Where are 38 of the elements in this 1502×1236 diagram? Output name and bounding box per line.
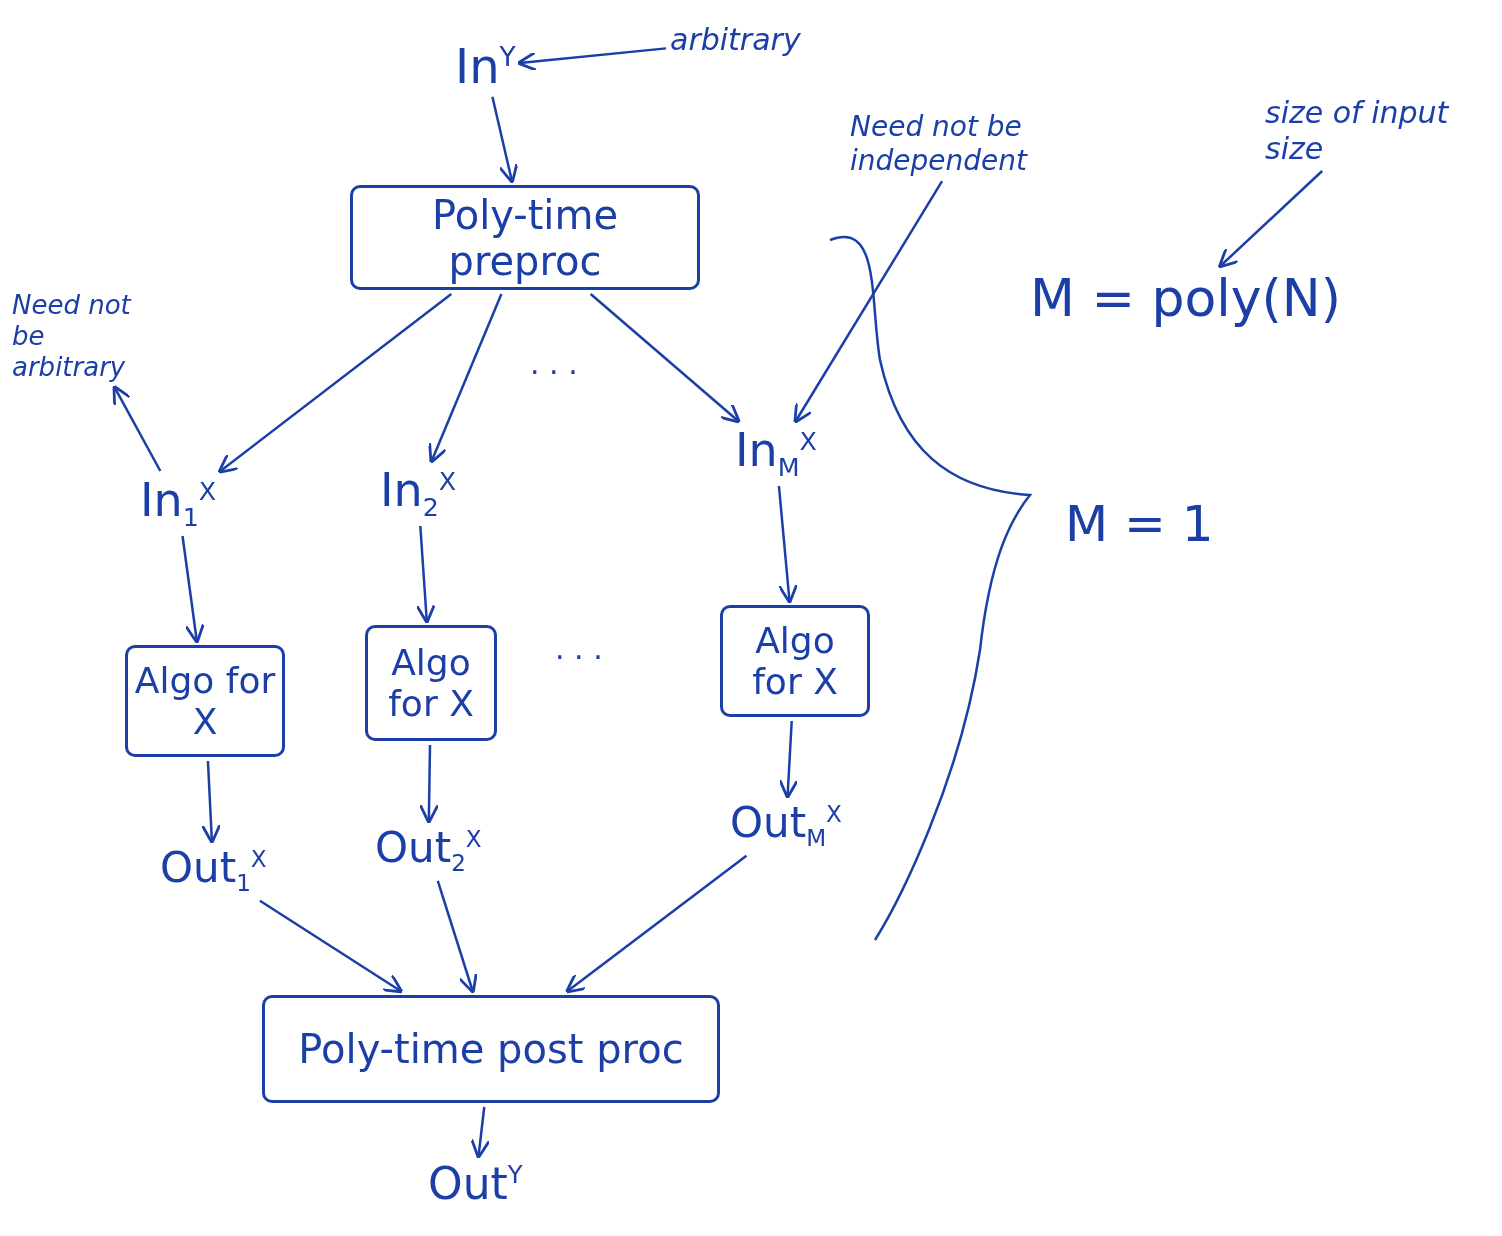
arrow (418, 744, 440, 825)
arrow (793, 180, 944, 424)
math-label: Out$^{Y}$ (428, 1160, 523, 1209)
process-box (262, 995, 720, 1103)
arrow (181, 535, 205, 645)
annotation-note: Need not be independent (850, 110, 1080, 178)
box-label: Algo for X (134, 659, 276, 743)
arrow (428, 293, 503, 464)
arrow (777, 485, 799, 605)
arrow (112, 384, 162, 472)
process-box (350, 185, 700, 290)
math-label: In$^{Y}$ (455, 40, 516, 93)
process-box (365, 625, 497, 741)
arrow (516, 47, 667, 72)
text-label: · · · (555, 640, 603, 675)
box-label: Algo for X (751, 619, 839, 703)
box-label: Poly-time preproc (430, 191, 620, 284)
arrow (415, 525, 436, 625)
arrow (564, 854, 748, 994)
arrow (200, 760, 222, 845)
process-box (125, 645, 285, 757)
box-label: Algo for X (387, 641, 475, 725)
annotation-note: size of input size (1265, 95, 1465, 167)
arrow (589, 293, 741, 424)
arrow (778, 720, 799, 800)
text-label: M = 1 (1065, 495, 1214, 553)
box-label: Poly-time post proc (298, 1026, 684, 1072)
annotation-note: arbitrary (670, 22, 830, 58)
arrow (1217, 170, 1323, 269)
arrow (491, 96, 519, 185)
arrow (217, 293, 453, 474)
annotation-note: Need not be arbitrary (12, 290, 162, 384)
process-box (720, 605, 870, 717)
arrow (259, 899, 404, 994)
arrow (436, 880, 478, 995)
arrow (470, 1106, 491, 1160)
math-label: M = poly(N) (1030, 270, 1341, 328)
text-label: · · · (530, 355, 578, 390)
